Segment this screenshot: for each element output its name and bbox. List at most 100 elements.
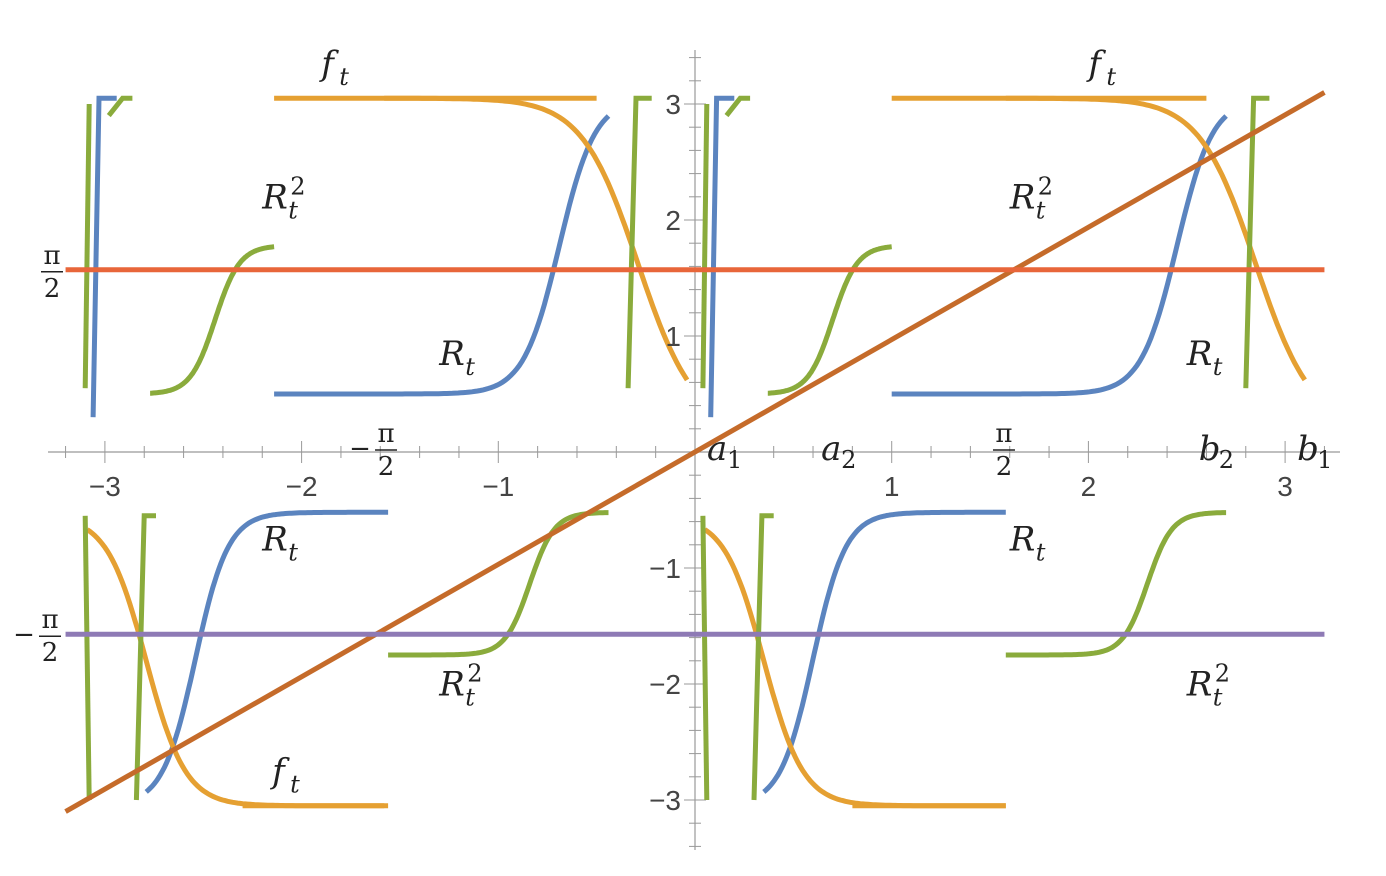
curve-r-t xyxy=(891,114,1228,397)
pi-numerator: π xyxy=(995,419,1012,449)
curve-r-t-squared-steep-lower xyxy=(751,513,774,801)
point-label-letter: b xyxy=(1297,429,1319,469)
curve-label-main: f xyxy=(269,752,290,792)
curve-f-t-lower xyxy=(703,527,1006,809)
curve-r-t xyxy=(274,114,611,397)
x-label-minus-pi-half: −π2 xyxy=(349,419,398,482)
curve-label-superscript: 2 xyxy=(1215,660,1230,688)
x-tick-label: 3 xyxy=(1277,471,1293,502)
curve-label-main: R xyxy=(261,520,288,560)
curve-r-t-squared-edge-lower xyxy=(700,515,710,801)
point-label-b2: b2 xyxy=(1199,429,1234,474)
pi-numerator: π xyxy=(377,419,394,449)
y-tick-label: 1 xyxy=(665,321,681,352)
curve-r-t-lower xyxy=(762,509,1006,794)
curve-r-t-squared-lower xyxy=(1005,510,1227,658)
y-tick-label: −2 xyxy=(649,669,681,700)
curves xyxy=(82,95,1307,809)
curve-r-t-squared-hook xyxy=(724,95,751,118)
minus-sign: − xyxy=(13,620,35,650)
curve-label-main: R xyxy=(438,665,465,705)
curve-label-subscript: t xyxy=(1036,196,1046,224)
curve-label-main: R xyxy=(261,177,288,217)
y-label-pi-half: π2 xyxy=(41,241,63,304)
point-label-letter: b xyxy=(1199,429,1221,469)
curve-label-subscript: t xyxy=(465,353,475,381)
curve-label-main: f xyxy=(1085,44,1106,84)
curve-label-superscript: 2 xyxy=(1038,172,1053,200)
pi-numerator: π xyxy=(41,605,58,635)
curve-label-main: R xyxy=(1186,665,1213,705)
curve-r-t-squared-lower xyxy=(388,510,609,658)
x-tick-label: −2 xyxy=(286,471,318,502)
minus-sign: − xyxy=(349,434,371,464)
curve-label-subscript: t xyxy=(1036,539,1046,567)
curve-label-main: R xyxy=(438,334,465,374)
curve-r-t-squared xyxy=(150,244,275,396)
point-label-b1: b1 xyxy=(1297,429,1332,474)
curve-r-t-steep xyxy=(90,95,117,418)
reference-lines xyxy=(64,90,1326,814)
curve-label-subscript: t xyxy=(1213,353,1223,381)
pi-denominator: 2 xyxy=(44,274,61,304)
curve-r-t-squared-steep xyxy=(1243,95,1270,389)
point-label-letter: a xyxy=(821,429,841,469)
curve-r-t-squared-edge-lower xyxy=(82,515,92,801)
y-label-minus-pi-half: −π2 xyxy=(13,605,61,668)
x-tick-label: 1 xyxy=(884,471,900,502)
curve-label-superscript: 2 xyxy=(290,172,305,200)
curve-r-t-squared-steep-lower xyxy=(133,513,156,801)
point-label-subscript: 2 xyxy=(1219,446,1234,474)
x-tick-label: 2 xyxy=(1081,471,1097,502)
y-tick-label: 3 xyxy=(665,89,681,120)
curve-r-t-squared-edge xyxy=(82,103,92,389)
pi-denominator: 2 xyxy=(42,638,59,668)
pi-denominator: 2 xyxy=(996,452,1013,482)
curve-label-subscript: t xyxy=(288,196,298,224)
curve-r-t-steep xyxy=(708,95,735,418)
point-label-subscript: 1 xyxy=(1317,446,1332,474)
curve-label-main: R xyxy=(1186,334,1213,374)
line-diagonal xyxy=(64,90,1326,814)
curve-label-subscript: t xyxy=(465,684,475,712)
curve-r-t-squared-steep xyxy=(625,95,652,389)
curve-f-t-lower xyxy=(85,527,389,809)
curve-label-subscript: t xyxy=(290,771,300,799)
point-label-subscript: 2 xyxy=(841,446,856,474)
curve-label-subscript: t xyxy=(288,539,298,567)
pi-denominator: 2 xyxy=(378,452,395,482)
y-tick-label: −1 xyxy=(649,553,681,584)
curve-r-t-lower xyxy=(144,509,389,794)
curve-r-t-squared-edge xyxy=(700,103,710,389)
y-tick-label: 2 xyxy=(665,205,681,236)
curve-label-main: R xyxy=(1009,520,1036,560)
curve-label-subscript: t xyxy=(1213,684,1223,712)
curve-label-main: f xyxy=(318,44,339,84)
x-tick-label: −1 xyxy=(482,471,514,502)
curve-label-superscript: 2 xyxy=(467,660,482,688)
curve-f-t xyxy=(274,95,690,382)
curve-r-t-squared xyxy=(767,244,892,396)
y-tick-label: −3 xyxy=(649,785,681,816)
curve-label-subscript: t xyxy=(339,63,349,91)
pi-numerator: π xyxy=(43,241,60,271)
point-label-subscript: 1 xyxy=(727,446,742,474)
x-label-pi-half: π2 xyxy=(992,419,1015,482)
curve-r-t-squared-hook xyxy=(106,95,133,118)
point-label-letter: a xyxy=(707,429,727,469)
